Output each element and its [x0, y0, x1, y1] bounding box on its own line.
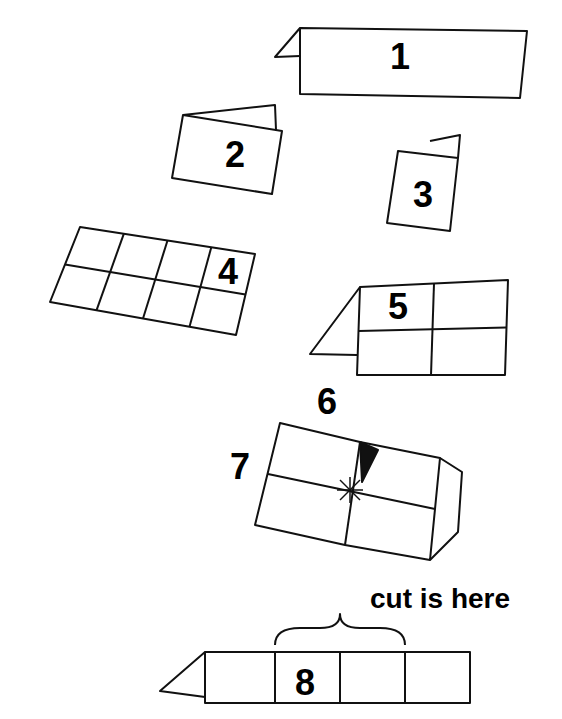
- step-number: 8: [295, 665, 315, 701]
- step-number: 6: [317, 384, 337, 420]
- step-number: 7: [230, 449, 250, 485]
- step-number: 5: [388, 289, 408, 325]
- step-number: 4: [218, 254, 238, 290]
- step-number: 2: [225, 137, 245, 173]
- step-number: 1: [390, 39, 410, 75]
- step-number: 3: [413, 177, 433, 213]
- cut-note: cut is here: [370, 585, 510, 613]
